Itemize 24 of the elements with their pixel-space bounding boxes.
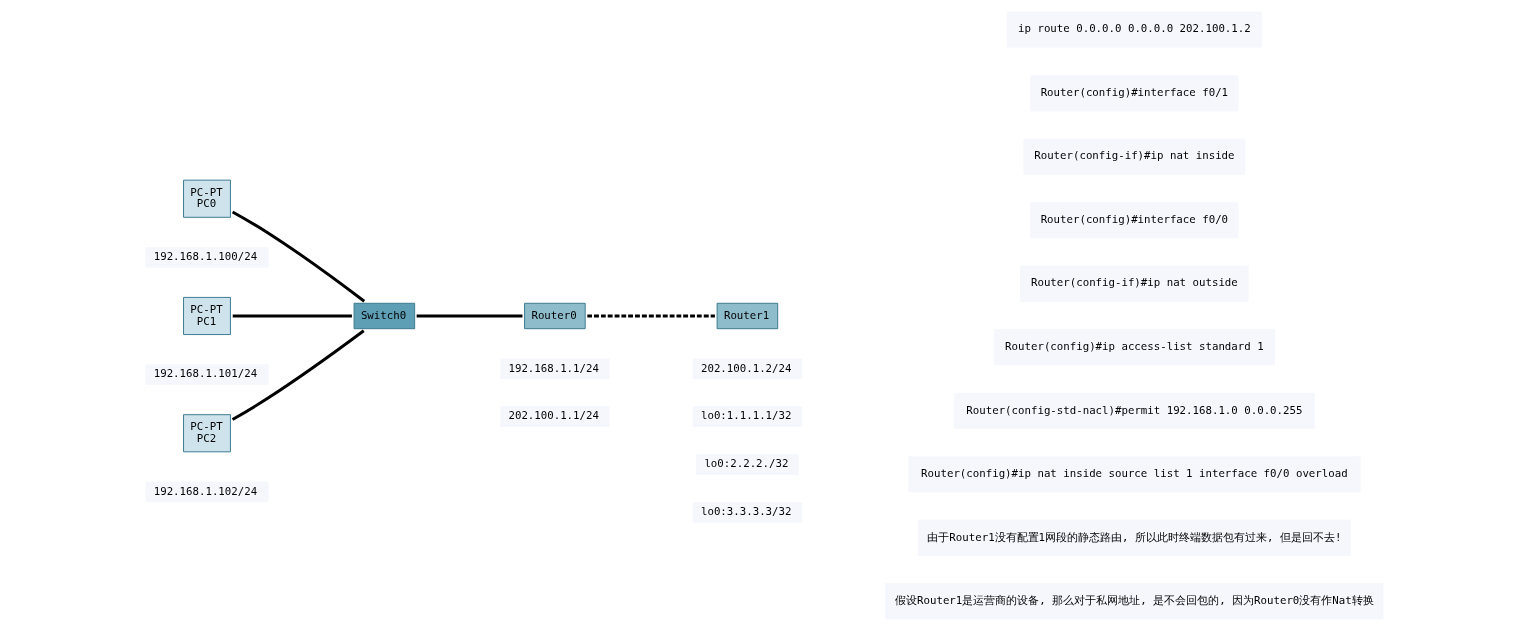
label: Router(config-if)#ip nat inside — [1033, 149, 1235, 163]
node-label: lo0:3.3.3.3/32 — [700, 505, 791, 519]
label: Router(config-std-nacl)#permit 192.168.1.0 0.0.0.255 — [965, 403, 1302, 417]
label: Router(config)#ip access-list standard 1 — [1004, 340, 1264, 353]
connector — [586, 314, 715, 318]
label: Router(config)#ip nat inside source list 1 interface f0/0 overload — [920, 467, 1348, 481]
node-label: lo0:2.2.2./32 — [703, 457, 788, 471]
connector — [416, 314, 522, 318]
node-label: 202.100.1.1/24 — [507, 409, 599, 423]
label: Router(config-if)#ip nat outside — [1030, 276, 1238, 290]
connector — [232, 314, 352, 318]
node-label: 202.100.1.2/24 — [700, 361, 791, 375]
label: ip route 0.0.0.0 0.0.0.0 202.100.1.2 — [1017, 22, 1251, 36]
node-label: 192.168.1.100/24 — [153, 250, 257, 264]
label: 由于Router1没有配置1网段的静态路由, 所以此时终端数据包有过来, 但是回不去! — [926, 530, 1341, 544]
connector — [231, 329, 365, 421]
node-label: 192.168.1.102/24 — [153, 484, 257, 498]
node-label: lo0:1.1.1.1/32 — [700, 409, 791, 423]
node-label: 192.168.1.101/24 — [153, 367, 257, 381]
label: Router(config)#interface f0/1 — [1040, 85, 1228, 99]
label: 假设Router1是运营商的设备, 那么对于私网地址, 是不会回包的, 因为Router0没有作Nat转换 — [894, 594, 1374, 608]
node-label: 192.168.1.1/24 — [507, 361, 599, 375]
label: Router(config)#interface f0/0 — [1040, 212, 1228, 226]
connector — [231, 210, 365, 303]
